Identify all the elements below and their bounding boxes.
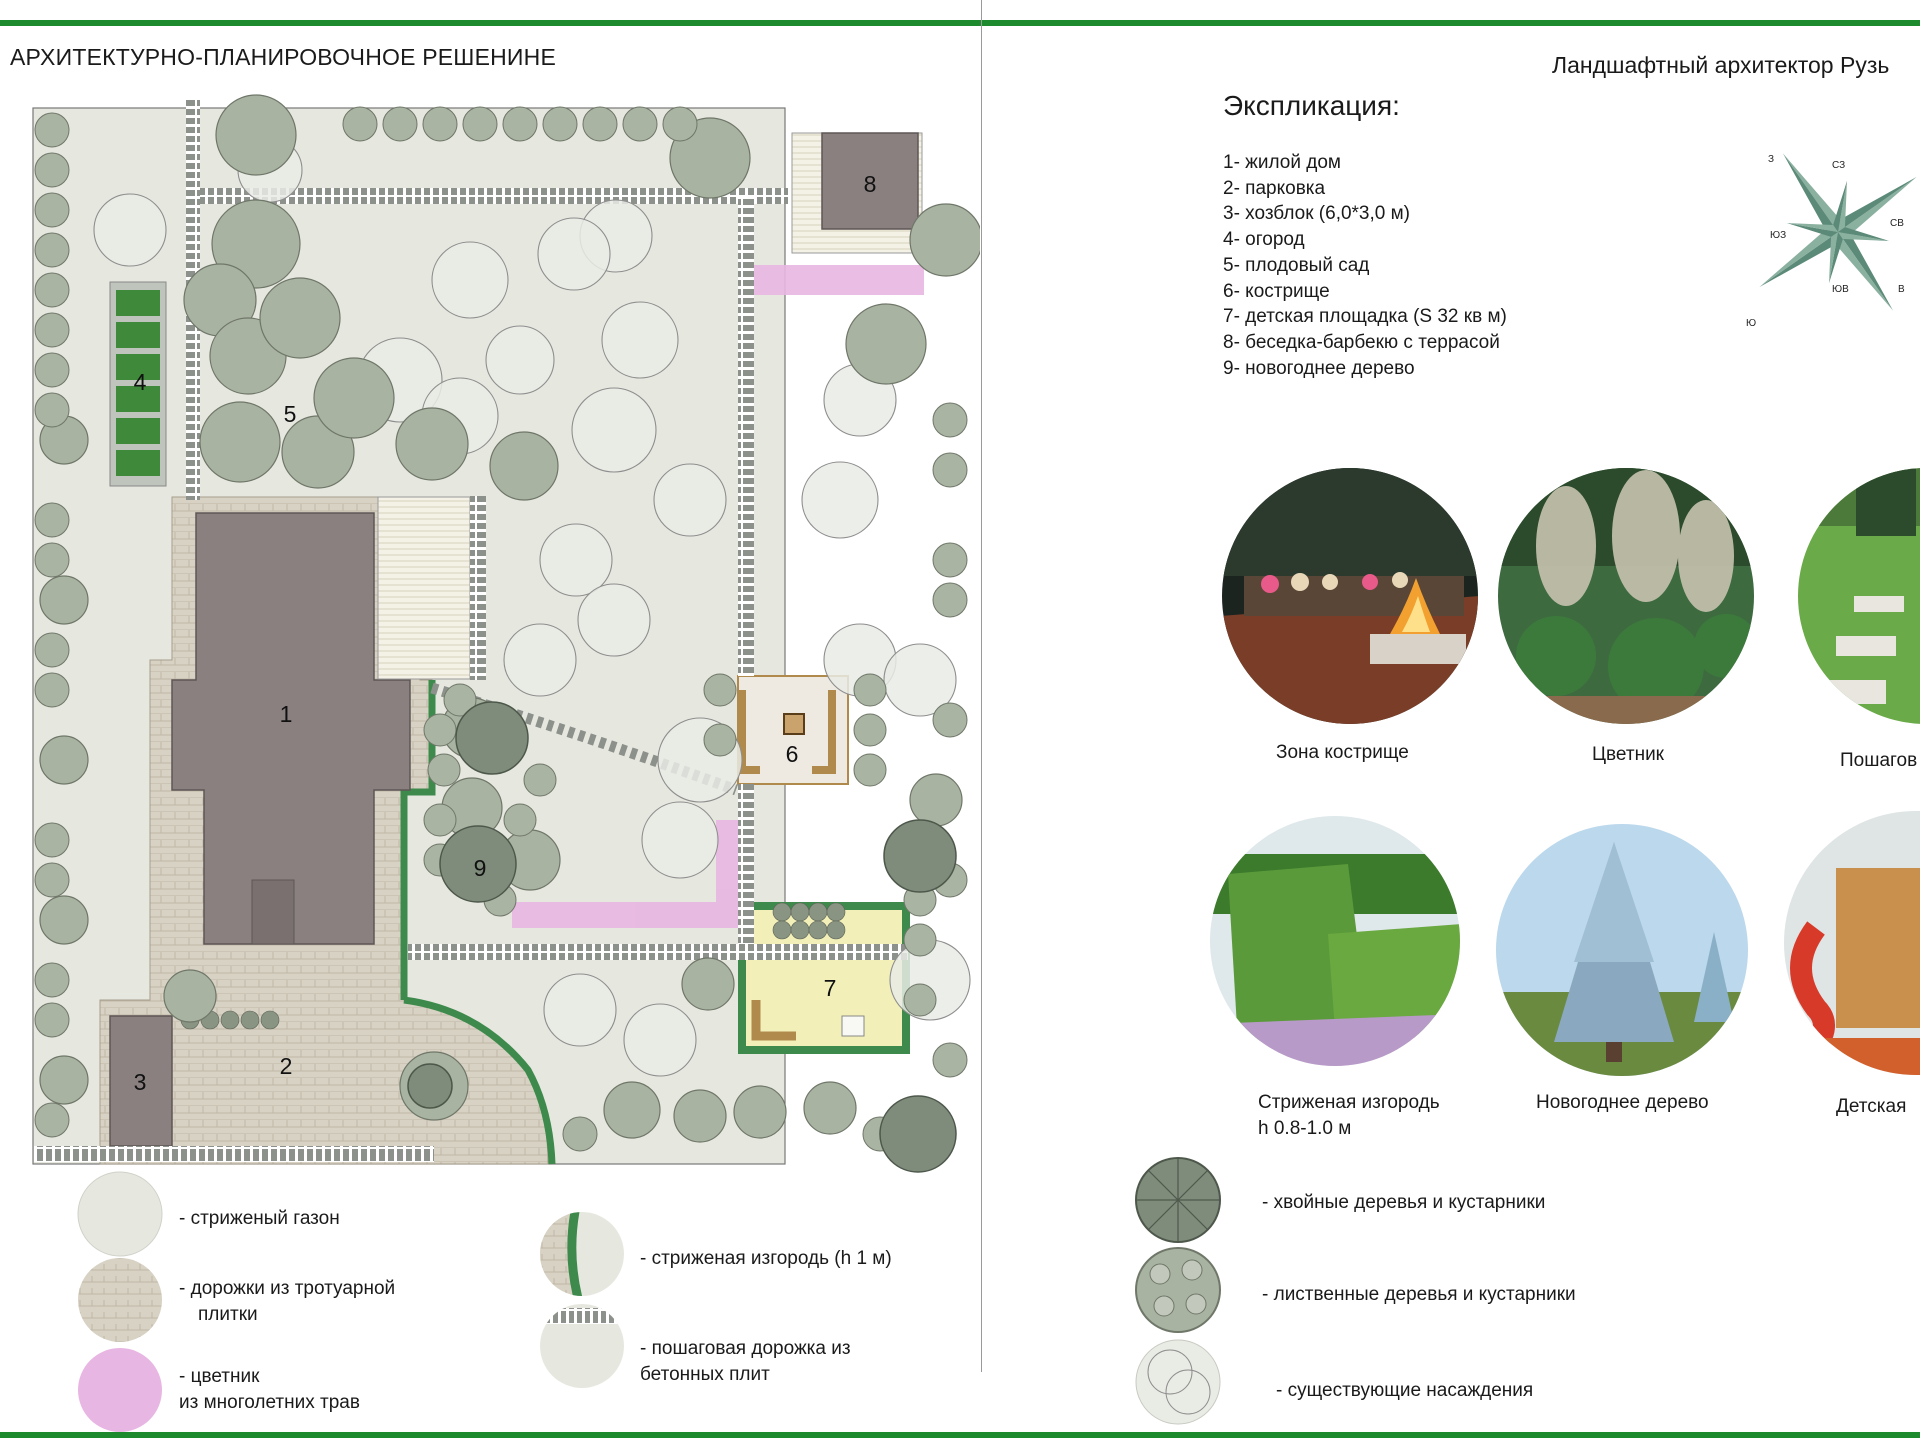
plan-label-2: 2 (280, 1053, 293, 1079)
compass-label-ne: СВ (1890, 218, 1904, 229)
vegetable-beds (116, 290, 160, 476)
plan-label-9: 9 (474, 855, 487, 881)
legend-deciduous-label: - лиственные деревья и кустарники (1262, 1284, 1576, 1305)
legend-lawn-label: - стриженый газон (179, 1208, 340, 1229)
bottom-green-bar (0, 1432, 1920, 1438)
explication-list: 1- жилой дом 2- парковка 3- хозблок (6,0… (1223, 150, 1507, 381)
explication-heading: Экспликация: (1223, 90, 1400, 121)
explication-item: 6- кострище (1223, 280, 1330, 302)
explication-item: 5- плодовый сад (1223, 254, 1370, 276)
plan-label-3: 3 (134, 1069, 147, 1095)
photo-christmas-tree (1496, 824, 1748, 1076)
photo-hedge (1210, 816, 1460, 1066)
plan-label-7: 7 (824, 975, 837, 1001)
photo-caption-stepping: Пошагов (1840, 750, 1918, 771)
photo-flowerbed (1498, 468, 1754, 724)
compass-label-e: В (1898, 284, 1905, 295)
photo-caption-firepit: Зона кострище (1276, 742, 1409, 763)
photo-stepping-path (1798, 468, 1920, 724)
explication-item: 4- огород (1223, 229, 1305, 251)
author-title: Ландшафтный архитектор Рузь (1552, 52, 1890, 78)
plan-label-4: 4 (134, 369, 147, 395)
legend-stepping-label-2: бетонных плит (640, 1364, 770, 1385)
explication-item: 2- парковка (1223, 177, 1326, 199)
site-plan: 1 2 3 4 5 6 7 8 9 (32, 94, 980, 1173)
legend-flowerbed-label-2: из многолетних трав (179, 1392, 360, 1413)
compass-rose-icon: З СЗ СВ В ЮВ Ю ЮЗ (1746, 153, 1917, 329)
compass-label-se: ЮВ (1832, 284, 1849, 295)
photo-caption-playground: Детская (1836, 1096, 1907, 1117)
photo-firepit (1222, 468, 1478, 724)
legend-paving-label-2: плитки (198, 1304, 258, 1325)
photo-playground (1784, 811, 1920, 1075)
deciduous-trees (39, 94, 980, 1143)
photo-caption-hedge-height: h 0.8-1.0 м (1258, 1118, 1352, 1139)
explication-item: 8- беседка-барбекю с террасой (1223, 331, 1500, 353)
compass-label-s: Ю (1746, 318, 1756, 329)
legend-existing-icon (1135, 1339, 1221, 1425)
compass-label-w: З (1768, 154, 1774, 165)
legend-stepping-label-1: - пошаговая дорожка из (640, 1338, 851, 1359)
legend-flowerbed-label-1: - цветник (179, 1366, 260, 1387)
photo-caption-tree: Новогоднее дерево (1536, 1092, 1709, 1113)
photo-caption-flowerbed: Цветник (1592, 744, 1664, 765)
explication-item: 1- жилой дом (1223, 152, 1341, 173)
gazebo (821, 132, 919, 230)
top-green-bar (0, 20, 1920, 26)
explication-item: 3- хозблок (6,0*3,0 м) (1223, 203, 1411, 225)
legend-hedge-label: - стриженая изгородь (h 1 м) (640, 1248, 892, 1269)
conifer-trees (407, 701, 957, 1173)
legend-flowerbed-swatch (78, 1348, 162, 1432)
explication-item: 9- новогоднее дерево (1223, 357, 1415, 379)
plan-label-5: 5 (284, 401, 297, 427)
stepping-paths (34, 100, 908, 1162)
house (171, 512, 411, 945)
plan-title: АРХИТЕКТУРНО-ПЛАНИРОВОЧНОЕ РЕШЕНИНЕ (10, 44, 557, 70)
legend-deciduous-icon (1135, 1247, 1221, 1333)
compass-label-nw: СЗ (1832, 160, 1845, 171)
photo-caption-hedge: Стриженая изгородь (1258, 1092, 1440, 1113)
legend-conifer-label: - хвойные деревья и кустарники (1262, 1192, 1546, 1213)
plan-label-1: 1 (280, 701, 293, 727)
house-terrace (377, 496, 471, 680)
legend-stepping-swatch (540, 1304, 624, 1388)
explication-item: 7- детская площадка (S 32 кв м) (1223, 306, 1507, 328)
house-porch (251, 879, 295, 945)
plan-label-8: 8 (864, 171, 877, 197)
boundary-shrubs (34, 106, 968, 1152)
plan-label-6: 6 (786, 741, 799, 767)
plan-labels: 1 2 3 4 5 6 7 8 9 (134, 171, 877, 1095)
legend-paving-label-1: - дорожки из тротуарной (179, 1278, 396, 1299)
flowerbeds (512, 265, 924, 928)
legend-conifer-icon (1135, 1157, 1221, 1243)
legend-hedge-swatch (540, 1212, 624, 1296)
firepit (783, 713, 805, 735)
compass-label-sw: ЮЗ (1770, 230, 1786, 241)
legend-existing-label: - существующие насаждения (1276, 1380, 1534, 1401)
legend-lawn-swatch (77, 1171, 163, 1257)
sheet-divider (981, 0, 982, 1372)
legend-paving-swatch (78, 1258, 162, 1342)
